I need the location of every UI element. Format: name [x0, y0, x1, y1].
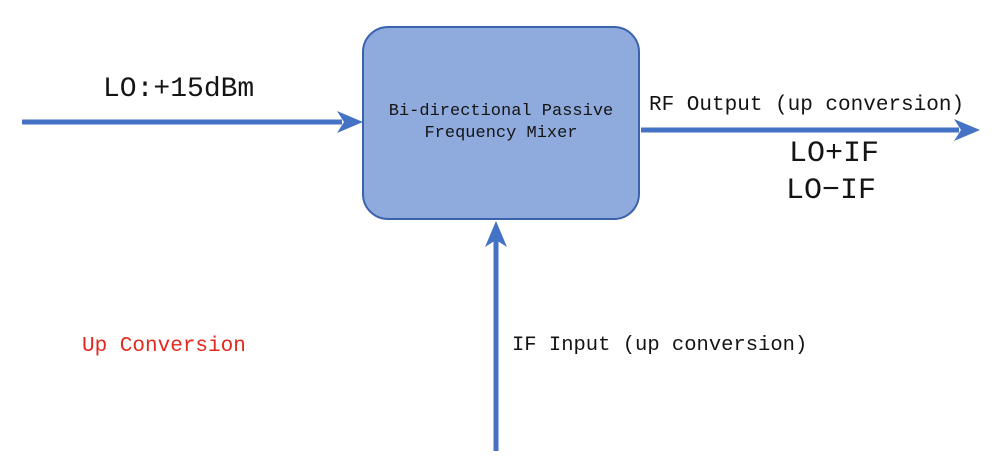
- mixer-box-label-line1: Bi-directional Passive: [388, 102, 614, 121]
- lo-input-arrow: [22, 111, 363, 133]
- if-input-label: IF Input (up conversion): [512, 334, 808, 357]
- mixer-box: Bi-directional Passive Frequency Mixer: [362, 26, 640, 220]
- if-input-arrow: [485, 221, 507, 451]
- up-conversion-label: Up Conversion: [82, 335, 246, 358]
- rf-output-arrow-head-icon: [954, 119, 980, 141]
- rf-diff-label: LO−IF: [786, 174, 877, 208]
- rf-sum-label: LO+IF: [789, 137, 880, 171]
- lo-input-arrow-head-icon: [337, 111, 363, 133]
- mixer-box-label-line2: Frequency Mixer: [424, 124, 578, 143]
- lo-input-label: LO:+15dBm: [103, 74, 255, 105]
- rf-output-arrow: [641, 119, 980, 141]
- if-input-arrow-head-icon: [485, 221, 507, 247]
- rf-output-label: RF Output (up conversion): [649, 94, 965, 117]
